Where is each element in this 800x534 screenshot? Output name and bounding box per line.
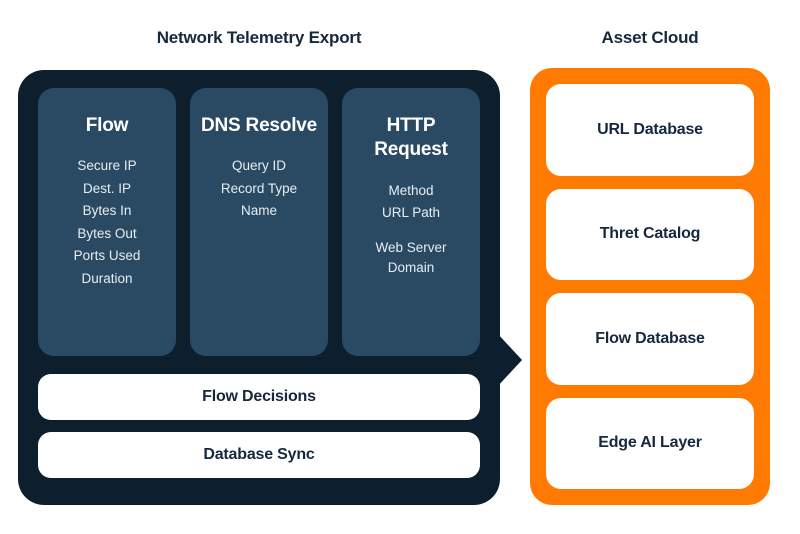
network-telemetry-export-panel: Flow Secure IP Dest. IP Bytes In Bytes O… [18, 70, 522, 505]
list-item: Name [240, 203, 277, 219]
telemetry-columns-group: Flow Secure IP Dest. IP Bytes In Bytes O… [38, 88, 480, 356]
asset-card-thret-catalog[interactable]: Thret Catalog [546, 188, 754, 280]
telemetry-card-flow-heading: Flow [85, 115, 129, 136]
telemetry-card-dns-resolve-items: Query ID Record Type Name [221, 156, 297, 222]
page-title-asset-cloud: Asset Cloud [601, 28, 699, 47]
list-item: Method [388, 182, 434, 198]
telemetry-card-http-request-items: Method URL Path Web Server Domain [375, 181, 446, 279]
list-item: Secure IP [77, 158, 137, 174]
telemetry-card-dns-resolve[interactable]: DNS Resolve Query ID Record Type Name [190, 88, 328, 356]
telemetry-card-http-request-heading: HTTP Request [374, 115, 448, 161]
list-item: Query ID [231, 158, 286, 174]
list-item: Bytes Out [77, 225, 137, 241]
list-item: Record Type [220, 180, 298, 196]
telemetry-card-http-request[interactable]: HTTP Request Method URL Path Web Server … [342, 88, 480, 356]
list-item: URL Path [381, 205, 441, 221]
list-item: Bytes In [82, 203, 132, 219]
list-item: Dest. IP [82, 180, 131, 196]
telemetry-bar-database-sync[interactable]: Database Sync [38, 432, 480, 478]
list-item: Ports Used [73, 248, 141, 264]
telemetry-card-flow[interactable]: Flow Secure IP Dest. IP Bytes In Bytes O… [38, 88, 176, 356]
telemetry-card-dns-resolve-heading: DNS Resolve [200, 115, 318, 136]
asset-card-url-database[interactable]: URL Database [546, 84, 754, 176]
page-title-network-telemetry-export: Network Telemetry Export [156, 28, 362, 47]
asset-card-flow-database[interactable]: Flow Database [546, 293, 754, 385]
telemetry-bar-flow-decisions[interactable]: Flow Decisions [38, 374, 480, 420]
arrow-right-icon [496, 332, 522, 388]
list-item: Duration [81, 270, 133, 286]
telemetry-card-flow-items: Secure IP Dest. IP Bytes In Bytes Out Po… [74, 156, 141, 289]
asset-cloud-panel: URL Database Thret Catalog Flow Database… [530, 68, 770, 505]
asset-card-edge-ai-layer[interactable]: Edge AI Layer [546, 397, 754, 489]
list-item: Web Server Domain [375, 239, 447, 276]
